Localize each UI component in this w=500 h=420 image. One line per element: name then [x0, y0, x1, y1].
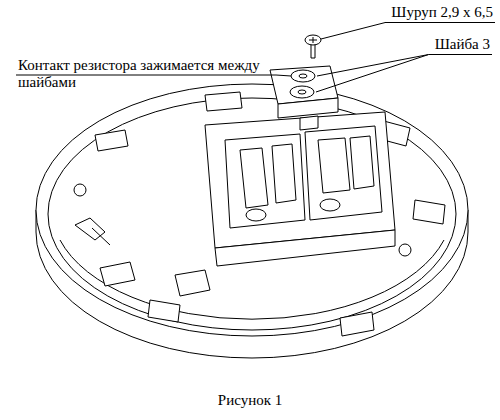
rim-clip	[95, 130, 128, 151]
mount-hole	[399, 244, 411, 256]
contact-spring	[75, 218, 110, 245]
contact-clip	[240, 148, 268, 208]
terminal-pad	[100, 262, 135, 286]
washer	[291, 70, 315, 82]
leader-line	[321, 23, 385, 40]
module-compartment	[305, 126, 382, 220]
mount-hole	[74, 184, 86, 196]
contact-clip	[318, 138, 350, 193]
rivet	[320, 199, 340, 211]
terminal-pad	[175, 270, 210, 296]
central-module	[205, 112, 395, 248]
resistor-terminal-pad-side	[278, 98, 338, 118]
contact-clip	[272, 144, 296, 203]
callout-label: Контакт резистора зажимается между шайба…	[18, 57, 268, 91]
rivet	[246, 209, 266, 221]
screw-shank	[311, 44, 315, 58]
washer-hole	[298, 90, 306, 94]
base-rim	[36, 84, 468, 336]
washer	[290, 86, 314, 98]
callout-label: Шайба 3	[429, 36, 492, 55]
screw-slot	[309, 37, 317, 43]
figure-caption: Рисунок 1	[218, 392, 282, 409]
rim-clip	[413, 200, 445, 224]
base-inner-rim	[48, 98, 456, 330]
central-module-side	[215, 230, 395, 266]
lead	[300, 116, 318, 130]
rim-clip	[148, 300, 180, 322]
rim-clip	[340, 312, 374, 336]
screw-head	[305, 35, 321, 45]
module-compartment	[225, 134, 305, 228]
contact-clip	[350, 136, 374, 189]
resistor-terminal-pad	[270, 66, 338, 104]
leader-line	[276, 75, 291, 76]
rim-clip	[205, 92, 242, 111]
washer-hole	[299, 74, 307, 78]
callout-label: Шуруп 2,9 х 6,5	[385, 4, 495, 23]
leader-lines	[16, 23, 429, 93]
leader-line	[316, 55, 429, 93]
